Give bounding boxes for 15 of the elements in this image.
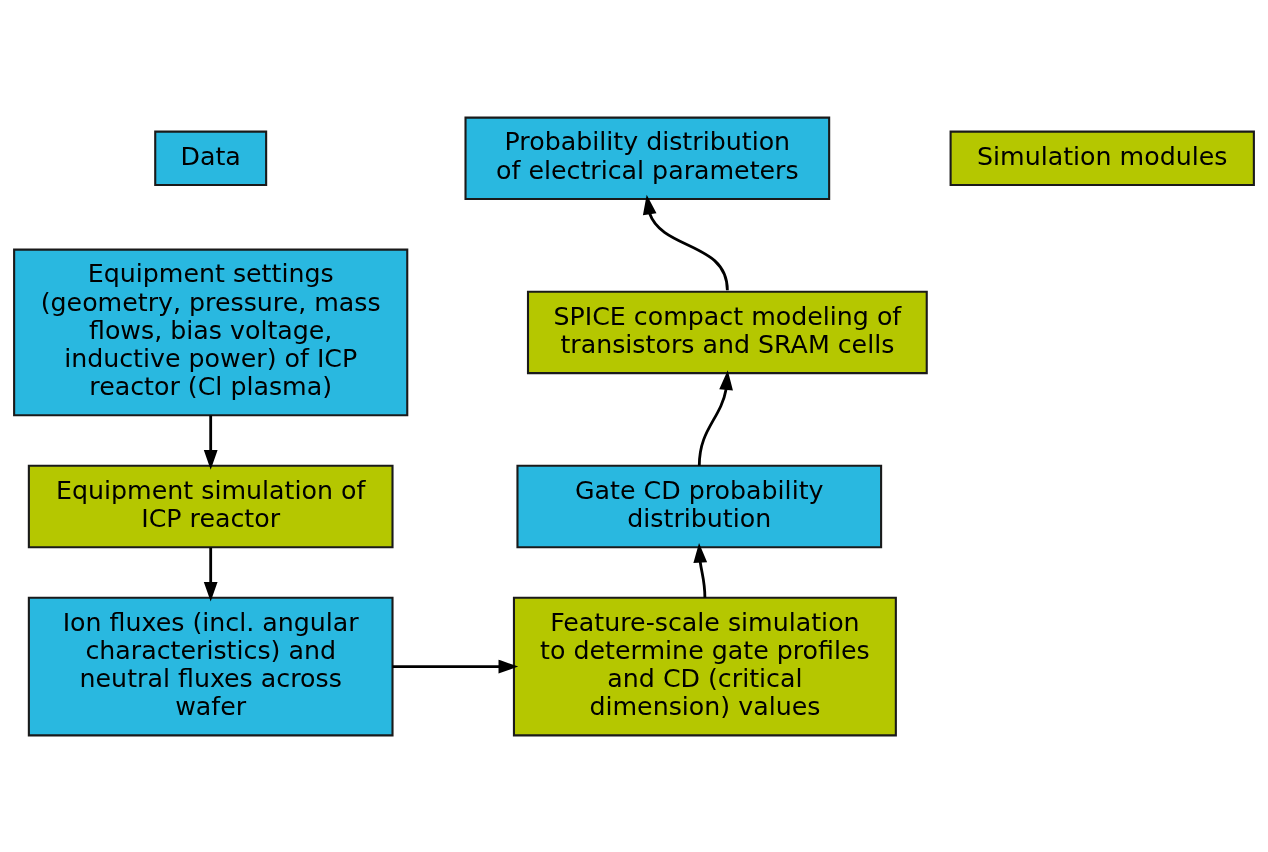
node-box: SPICE compact modeling of transistors and SRAM cells: [526, 290, 928, 374]
arrow: [693, 542, 708, 598]
node-box: Feature-scale simulation to determine gate profiles and CD (critical dimension) values: [512, 596, 897, 736]
node-box: Probability distribution of electrical parameters: [464, 116, 831, 200]
node-box: Ion fluxes (incl. angular characteristics) and neutral fluxes across wafer: [27, 596, 394, 736]
legend-label: Data: [180, 141, 241, 171]
legend-label: Simulation modules: [977, 141, 1228, 171]
node-box: Equipment simulation of ICP reactor: [27, 464, 394, 548]
arrow: [642, 194, 729, 290]
arrow: [697, 369, 733, 466]
arrow: [392, 659, 519, 673]
node-box: Gate CD probability distribution: [516, 464, 883, 548]
arrow: [203, 414, 218, 470]
arrow: [203, 547, 218, 602]
node-box: Equipment settings (geometry, pressure, mass flows, bias voltage, inductive power) of ICP reactor (Cl plasma): [13, 248, 409, 416]
